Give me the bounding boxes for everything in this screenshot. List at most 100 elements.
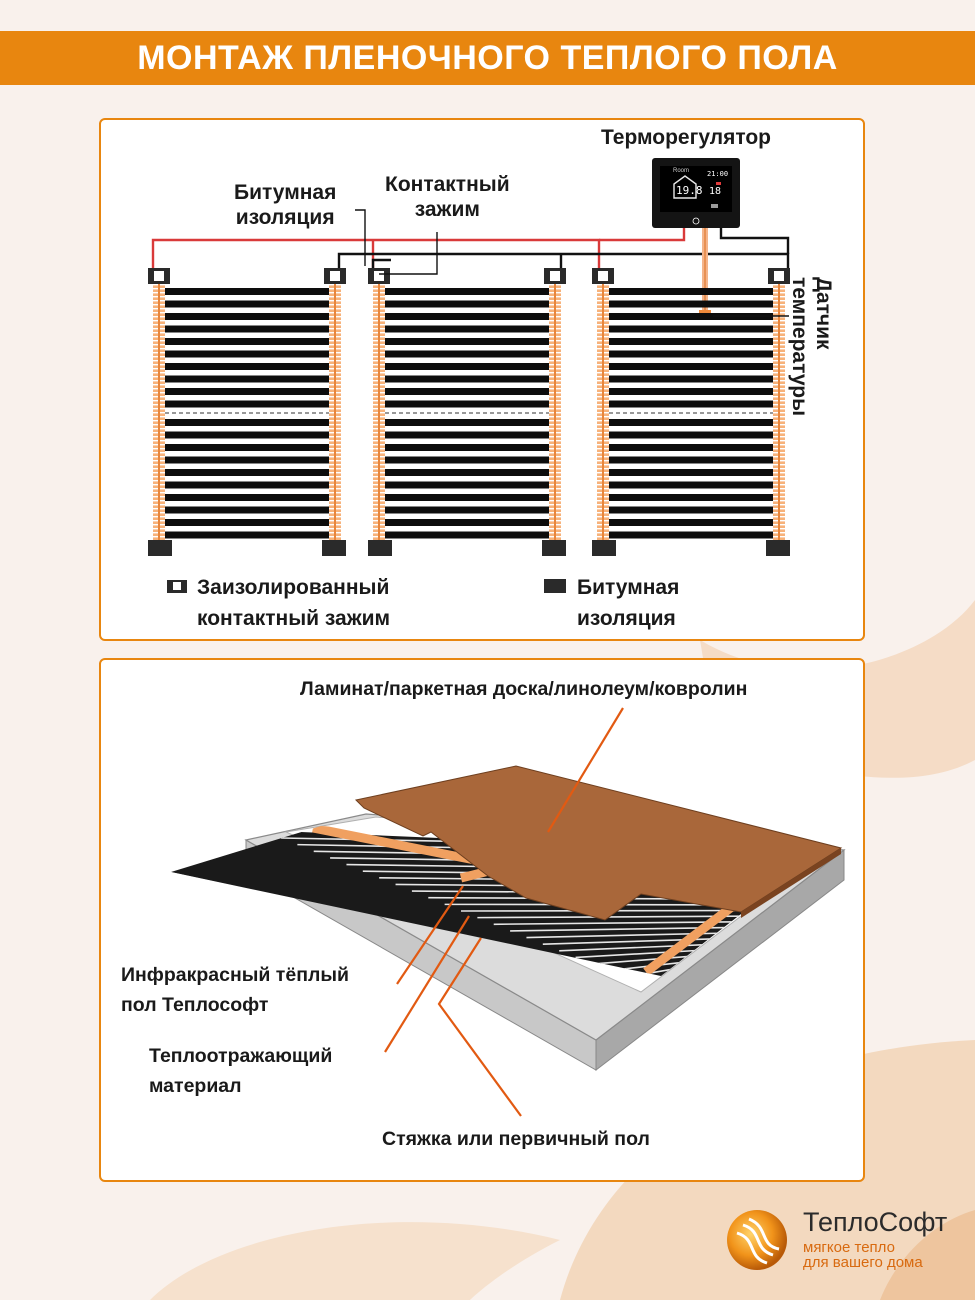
carbon-strip	[609, 469, 773, 476]
carbon-strip	[165, 325, 329, 333]
carbon-strip	[609, 506, 773, 514]
bitumen-insulation-pad	[148, 540, 172, 556]
carbon-strip	[165, 531, 329, 539]
film-gap-line	[591, 954, 705, 965]
carbon-strip	[609, 288, 773, 295]
reflective-leader	[384, 915, 470, 1053]
carbon-strip	[165, 388, 329, 395]
carbon-strip	[165, 506, 329, 514]
carbon-strip	[385, 388, 549, 395]
floor-layers-panel: Ламинат/паркетная доска/линолеум/ковроли…	[99, 658, 865, 1182]
black-wire-main	[337, 252, 790, 272]
carbon-strip	[385, 363, 549, 370]
brand-logo: ТеплоСофт мягкое тепло для вашего дома	[723, 1205, 953, 1275]
carbon-strip	[609, 325, 773, 333]
carbon-strip	[165, 431, 329, 439]
carbon-strip	[165, 494, 329, 501]
carbon-strip	[609, 481, 773, 489]
layer-leader-lines	[384, 707, 624, 1117]
bitumen-label: Битумная изоляция	[234, 181, 337, 229]
carbon-strip	[165, 456, 329, 464]
display-heat-indicator	[716, 182, 721, 185]
clamp-window	[598, 271, 608, 281]
carbon-strip	[609, 313, 773, 320]
carbon-strip	[385, 325, 549, 333]
bitumen-insulation-pad	[766, 540, 790, 556]
bitumen-insulation-pad	[542, 540, 566, 556]
film-gap-line	[477, 915, 759, 919]
film-gap-line	[542, 937, 728, 945]
infrared-leader	[396, 885, 464, 985]
carbon-strip	[165, 338, 329, 345]
carbon-strip	[385, 375, 549, 383]
wiring-diagram-svg: Room 19.8 21:00 18	[148, 158, 790, 593]
carbon-strip	[609, 494, 773, 501]
carbon-strip	[385, 313, 549, 320]
carbon-strip	[609, 375, 773, 383]
carbon-strip	[609, 531, 773, 539]
carbon-strip	[385, 288, 549, 295]
carbon-strip	[165, 300, 329, 308]
clamp-window	[550, 271, 560, 281]
clamp-label: Контактный зажим	[385, 173, 510, 221]
clamp-window	[154, 271, 164, 281]
clamp-window	[330, 271, 340, 281]
bitumen-insulation-legend-label: Битумная изоляция	[577, 576, 680, 630]
carbon-strip	[609, 431, 773, 439]
wiring-diagram-panel: Room 19.8 21:00 18	[99, 118, 865, 641]
red-wire-main	[151, 238, 601, 272]
carbon-strip	[385, 506, 549, 514]
carbon-strip	[609, 350, 773, 358]
label-leader-lines	[355, 209, 789, 317]
screed-leader	[437, 937, 522, 1117]
floor-cover-label: Ламинат/паркетная доска/линолеум/ковроли…	[300, 678, 748, 700]
thermostat-device: Room 19.8 21:00 18	[652, 158, 740, 228]
floor-cover-leader	[547, 707, 624, 833]
carbon-strip	[385, 338, 549, 345]
carbon-strip	[385, 400, 549, 408]
power-wires	[151, 228, 790, 272]
display-main-temp: 19.8	[676, 184, 703, 197]
carbon-strip	[165, 313, 329, 320]
black-wire-thermostat	[719, 228, 790, 254]
carbon-strip	[609, 338, 773, 345]
carbon-strip	[385, 494, 549, 501]
heating-film-sheets	[148, 268, 790, 556]
carbon-strip	[385, 444, 549, 451]
reflective-material-label: Теплоотражающий материал	[149, 1045, 333, 1097]
carbon-strip	[385, 456, 549, 464]
insulated-clamp-legend-label: Заизолированный контактный зажим	[197, 576, 391, 630]
carbon-strip	[165, 375, 329, 383]
carbon-strip	[165, 400, 329, 408]
bitumen-insulation-legend-icon	[544, 579, 566, 593]
carbon-strip	[165, 481, 329, 489]
carbon-strip	[609, 456, 773, 464]
carbon-strip	[385, 469, 549, 476]
carbon-strip	[165, 469, 329, 476]
clamp-leader	[379, 232, 438, 275]
house-icon	[673, 175, 697, 199]
film-copper-edge	[643, 896, 744, 976]
bitumen-insulation-pad	[368, 540, 392, 556]
brand-tagline: мягкое тепло для вашего дома	[803, 1239, 923, 1271]
carbon-strip	[165, 444, 329, 451]
clamp-window	[374, 271, 384, 281]
carbon-strip	[165, 519, 329, 526]
power-icon	[692, 217, 700, 225]
clamp-window	[774, 271, 784, 281]
laminate-board	[354, 765, 843, 921]
carbon-strip	[609, 519, 773, 526]
thermostat-label: Терморегулятор	[601, 126, 772, 149]
screed-label: Стяжка или первичный пол	[382, 1128, 650, 1150]
carbon-strip	[385, 481, 549, 489]
display-clock: 21:00	[707, 170, 728, 178]
carbon-strip	[385, 350, 549, 358]
film-gap-line	[575, 948, 712, 959]
carbon-strip	[609, 419, 773, 426]
bitumen-leader	[355, 209, 366, 266]
carbon-strip	[385, 531, 549, 539]
film-gap-line	[559, 943, 720, 952]
carbon-strip	[609, 400, 773, 408]
carbon-strip	[609, 444, 773, 451]
carbon-strip	[165, 363, 329, 370]
